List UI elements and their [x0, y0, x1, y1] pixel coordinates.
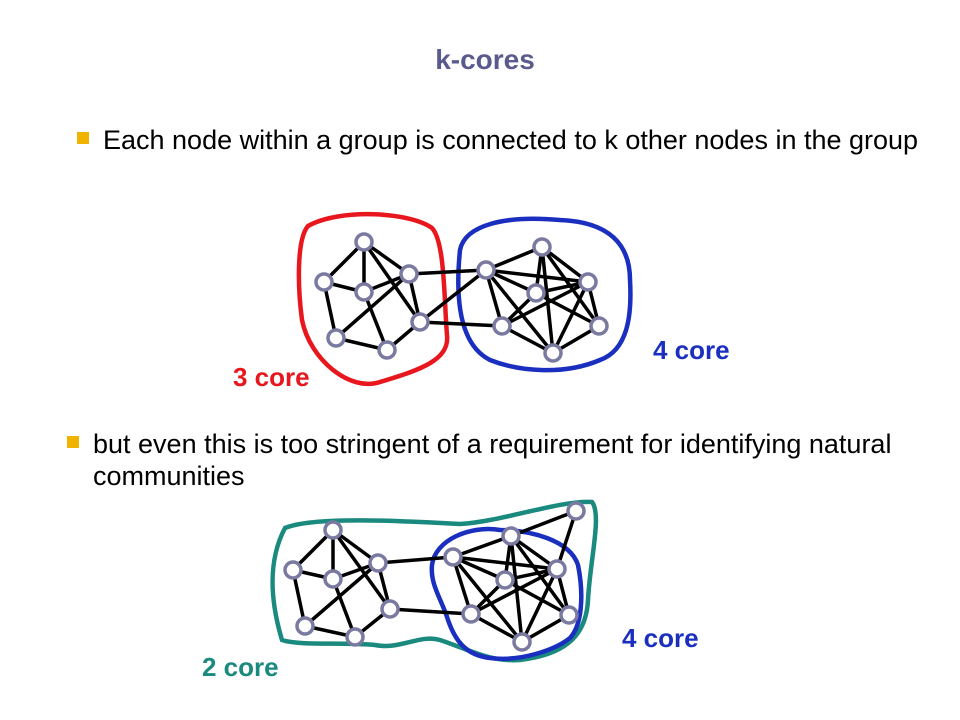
- bottom-graph-node: [495, 570, 515, 590]
- top-graph-edge: [362, 291, 389, 351]
- top-graph-node: [526, 283, 546, 303]
- top-graph-edge: [535, 291, 600, 328]
- bottom-graph-edge: [452, 555, 558, 571]
- red-3-core-boundary: [296, 211, 450, 386]
- teal-2-core-boundary: [270, 499, 599, 663]
- top-graph-node: [399, 264, 419, 284]
- bottom-graph-node: [512, 632, 532, 652]
- bottom-graph-edge: [389, 607, 472, 616]
- top-graph-node: [532, 237, 552, 257]
- bottom-graph-edge: [377, 555, 454, 565]
- bottom-graph-edge: [470, 567, 558, 616]
- bottom-graph-node: [566, 501, 586, 521]
- bottom-graph-edge: [555, 510, 578, 570]
- bottom-graph-edge: [509, 534, 571, 617]
- top-graph-node: [410, 312, 430, 332]
- bottom-graph-node: [295, 616, 315, 636]
- bullet-marker-icon: [67, 436, 79, 448]
- top-graph-node: [354, 282, 374, 302]
- bullet-1-text: Each node within a group is connected to…: [103, 125, 919, 155]
- top-graph-node: [543, 343, 563, 363]
- label-4-core-top: 4 core: [653, 335, 730, 365]
- bottom-graph-edge: [331, 578, 357, 638]
- bottom-graph-edge: [520, 568, 559, 643]
- bullet-2-text: but even this is too stringent of a requ…: [93, 429, 892, 491]
- bottom-graph-node: [380, 599, 400, 619]
- bottom-graph-node: [461, 604, 481, 624]
- bottom-graph-node: [443, 547, 463, 567]
- bottom-graph-node: [501, 526, 521, 546]
- top-graph-node: [354, 232, 374, 252]
- top-graph-node: [589, 316, 609, 336]
- bottom-graph-node: [345, 627, 365, 647]
- top-graph-node: [377, 340, 397, 360]
- top-graph-node: [476, 260, 496, 280]
- bottom-graph-node: [283, 560, 303, 580]
- blue-4-core-boundary-top: [456, 216, 633, 373]
- top-graph-edge: [334, 272, 411, 340]
- top-graph-edge: [484, 268, 555, 355]
- bullet-2: but even this is too stringent of a requ…: [67, 428, 913, 492]
- top-graph-edge: [408, 268, 487, 276]
- bullet-1: Each node within a group is connected to…: [77, 124, 923, 156]
- slide-title: k-cores: [435, 44, 535, 75]
- top-graph-edge: [485, 245, 543, 272]
- bottom-graph-node: [368, 553, 388, 573]
- bottom-graph-node: [323, 569, 343, 589]
- bottom-graph-edge: [510, 509, 577, 538]
- bottom-graph-node: [559, 605, 579, 625]
- top-graph-node: [578, 272, 598, 292]
- bottom-graph-edge: [303, 561, 380, 628]
- bottom-graph-edge: [451, 556, 473, 615]
- top-graph-node: [326, 328, 346, 348]
- top-graph-edge: [419, 320, 503, 328]
- top-graph-edge: [501, 280, 589, 328]
- label-4-core-bottom: 4 core: [622, 623, 699, 653]
- bullet-marker-icon: [77, 132, 89, 144]
- top-graph-edge: [551, 281, 590, 354]
- bottom-graph-node: [547, 559, 567, 579]
- bottom-graph-edge: [504, 578, 570, 617]
- top-graph-edge: [418, 268, 488, 324]
- top-graph-node: [492, 316, 512, 336]
- bottom-graph-edge: [452, 534, 512, 559]
- label-3-core: 3 core: [233, 362, 310, 392]
- bottom-graph-node: [323, 520, 343, 540]
- blue-4-core-boundary-bottom: [429, 526, 584, 661]
- label-2-core: 2 core: [202, 652, 279, 682]
- top-graph-node: [314, 272, 334, 292]
